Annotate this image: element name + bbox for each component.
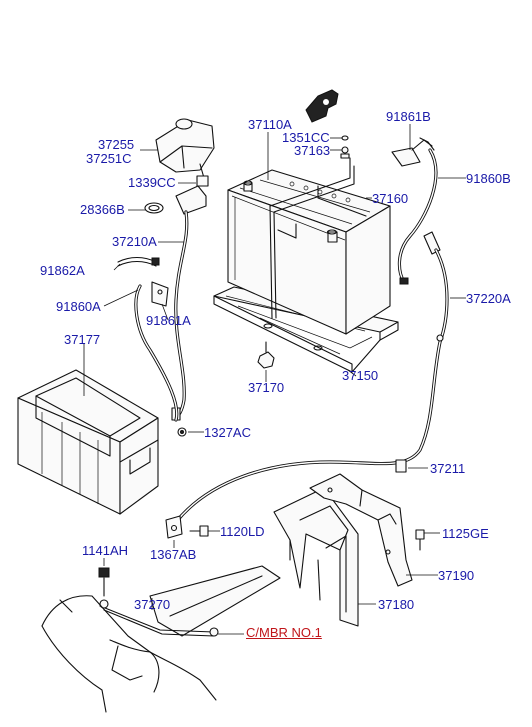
battery-cover xyxy=(155,118,215,187)
engine-housing xyxy=(41,595,217,713)
bracket-37180 xyxy=(273,487,359,627)
label-37210A[interactable]: 37210A xyxy=(112,234,157,249)
label-37180[interactable]: 37180 xyxy=(378,597,415,612)
label-91860B[interactable]: 91860B xyxy=(466,171,511,186)
clip xyxy=(144,202,164,214)
main-cable xyxy=(165,231,449,539)
bolt-37170 xyxy=(257,341,275,369)
label-37170[interactable]: 37170 xyxy=(248,380,285,395)
label-37163[interactable]: 37163 xyxy=(294,143,331,158)
label-37177[interactable]: 37177 xyxy=(64,332,101,347)
label-91861A[interactable]: 91861A xyxy=(146,313,191,328)
bolt-1125GE xyxy=(415,529,425,551)
label-1367AB[interactable]: 1367AB xyxy=(150,547,197,562)
label-91860A[interactable]: 91860A xyxy=(56,299,101,314)
label-37190[interactable]: 37190 xyxy=(438,568,475,583)
cross-reference-link[interactable]: C/MBR NO.1 xyxy=(246,625,322,640)
battery xyxy=(227,169,391,335)
ground-cable-left xyxy=(134,281,179,422)
label-37160[interactable]: 37160 xyxy=(372,191,409,206)
label-37211[interactable]: 37211 xyxy=(430,461,466,476)
label-37251C[interactable]: 37251C xyxy=(86,151,132,166)
bolt-1120LD xyxy=(189,525,209,537)
leader-lines xyxy=(83,124,466,635)
label-1125GE[interactable]: 1125GE xyxy=(442,526,489,541)
label-1351CC[interactable]: 1351CC xyxy=(282,130,330,145)
ground-strap xyxy=(98,565,281,637)
label-1120LD[interactable]: 1120LD xyxy=(220,524,265,539)
bolt-1327AC xyxy=(177,427,187,437)
bracket-37190 xyxy=(309,473,413,587)
label-28366B[interactable]: 28366B xyxy=(80,202,125,217)
label-1339CC[interactable]: 1339CC xyxy=(128,175,176,190)
battery-box xyxy=(17,369,159,515)
label-37150[interactable]: 37150 xyxy=(342,368,379,383)
terminal-cover xyxy=(305,89,339,123)
label-37255[interactable]: 37255 xyxy=(98,137,135,152)
label-1141AH[interactable]: 1141AH xyxy=(82,543,129,558)
label-37110A[interactable]: 37110A xyxy=(248,117,292,132)
label-91862A[interactable]: 91862A xyxy=(40,263,85,278)
label-91861B[interactable]: 91861B xyxy=(386,109,431,124)
positive-cable xyxy=(171,185,207,421)
sensor-wire xyxy=(117,256,160,267)
label-1327AC[interactable]: 1327AC xyxy=(204,425,251,440)
label-37270[interactable]: 37270 xyxy=(134,597,171,612)
ground-cable-right xyxy=(391,137,438,285)
label-37220A[interactable]: 37220A xyxy=(466,291,511,306)
battery-clamp xyxy=(269,135,367,319)
